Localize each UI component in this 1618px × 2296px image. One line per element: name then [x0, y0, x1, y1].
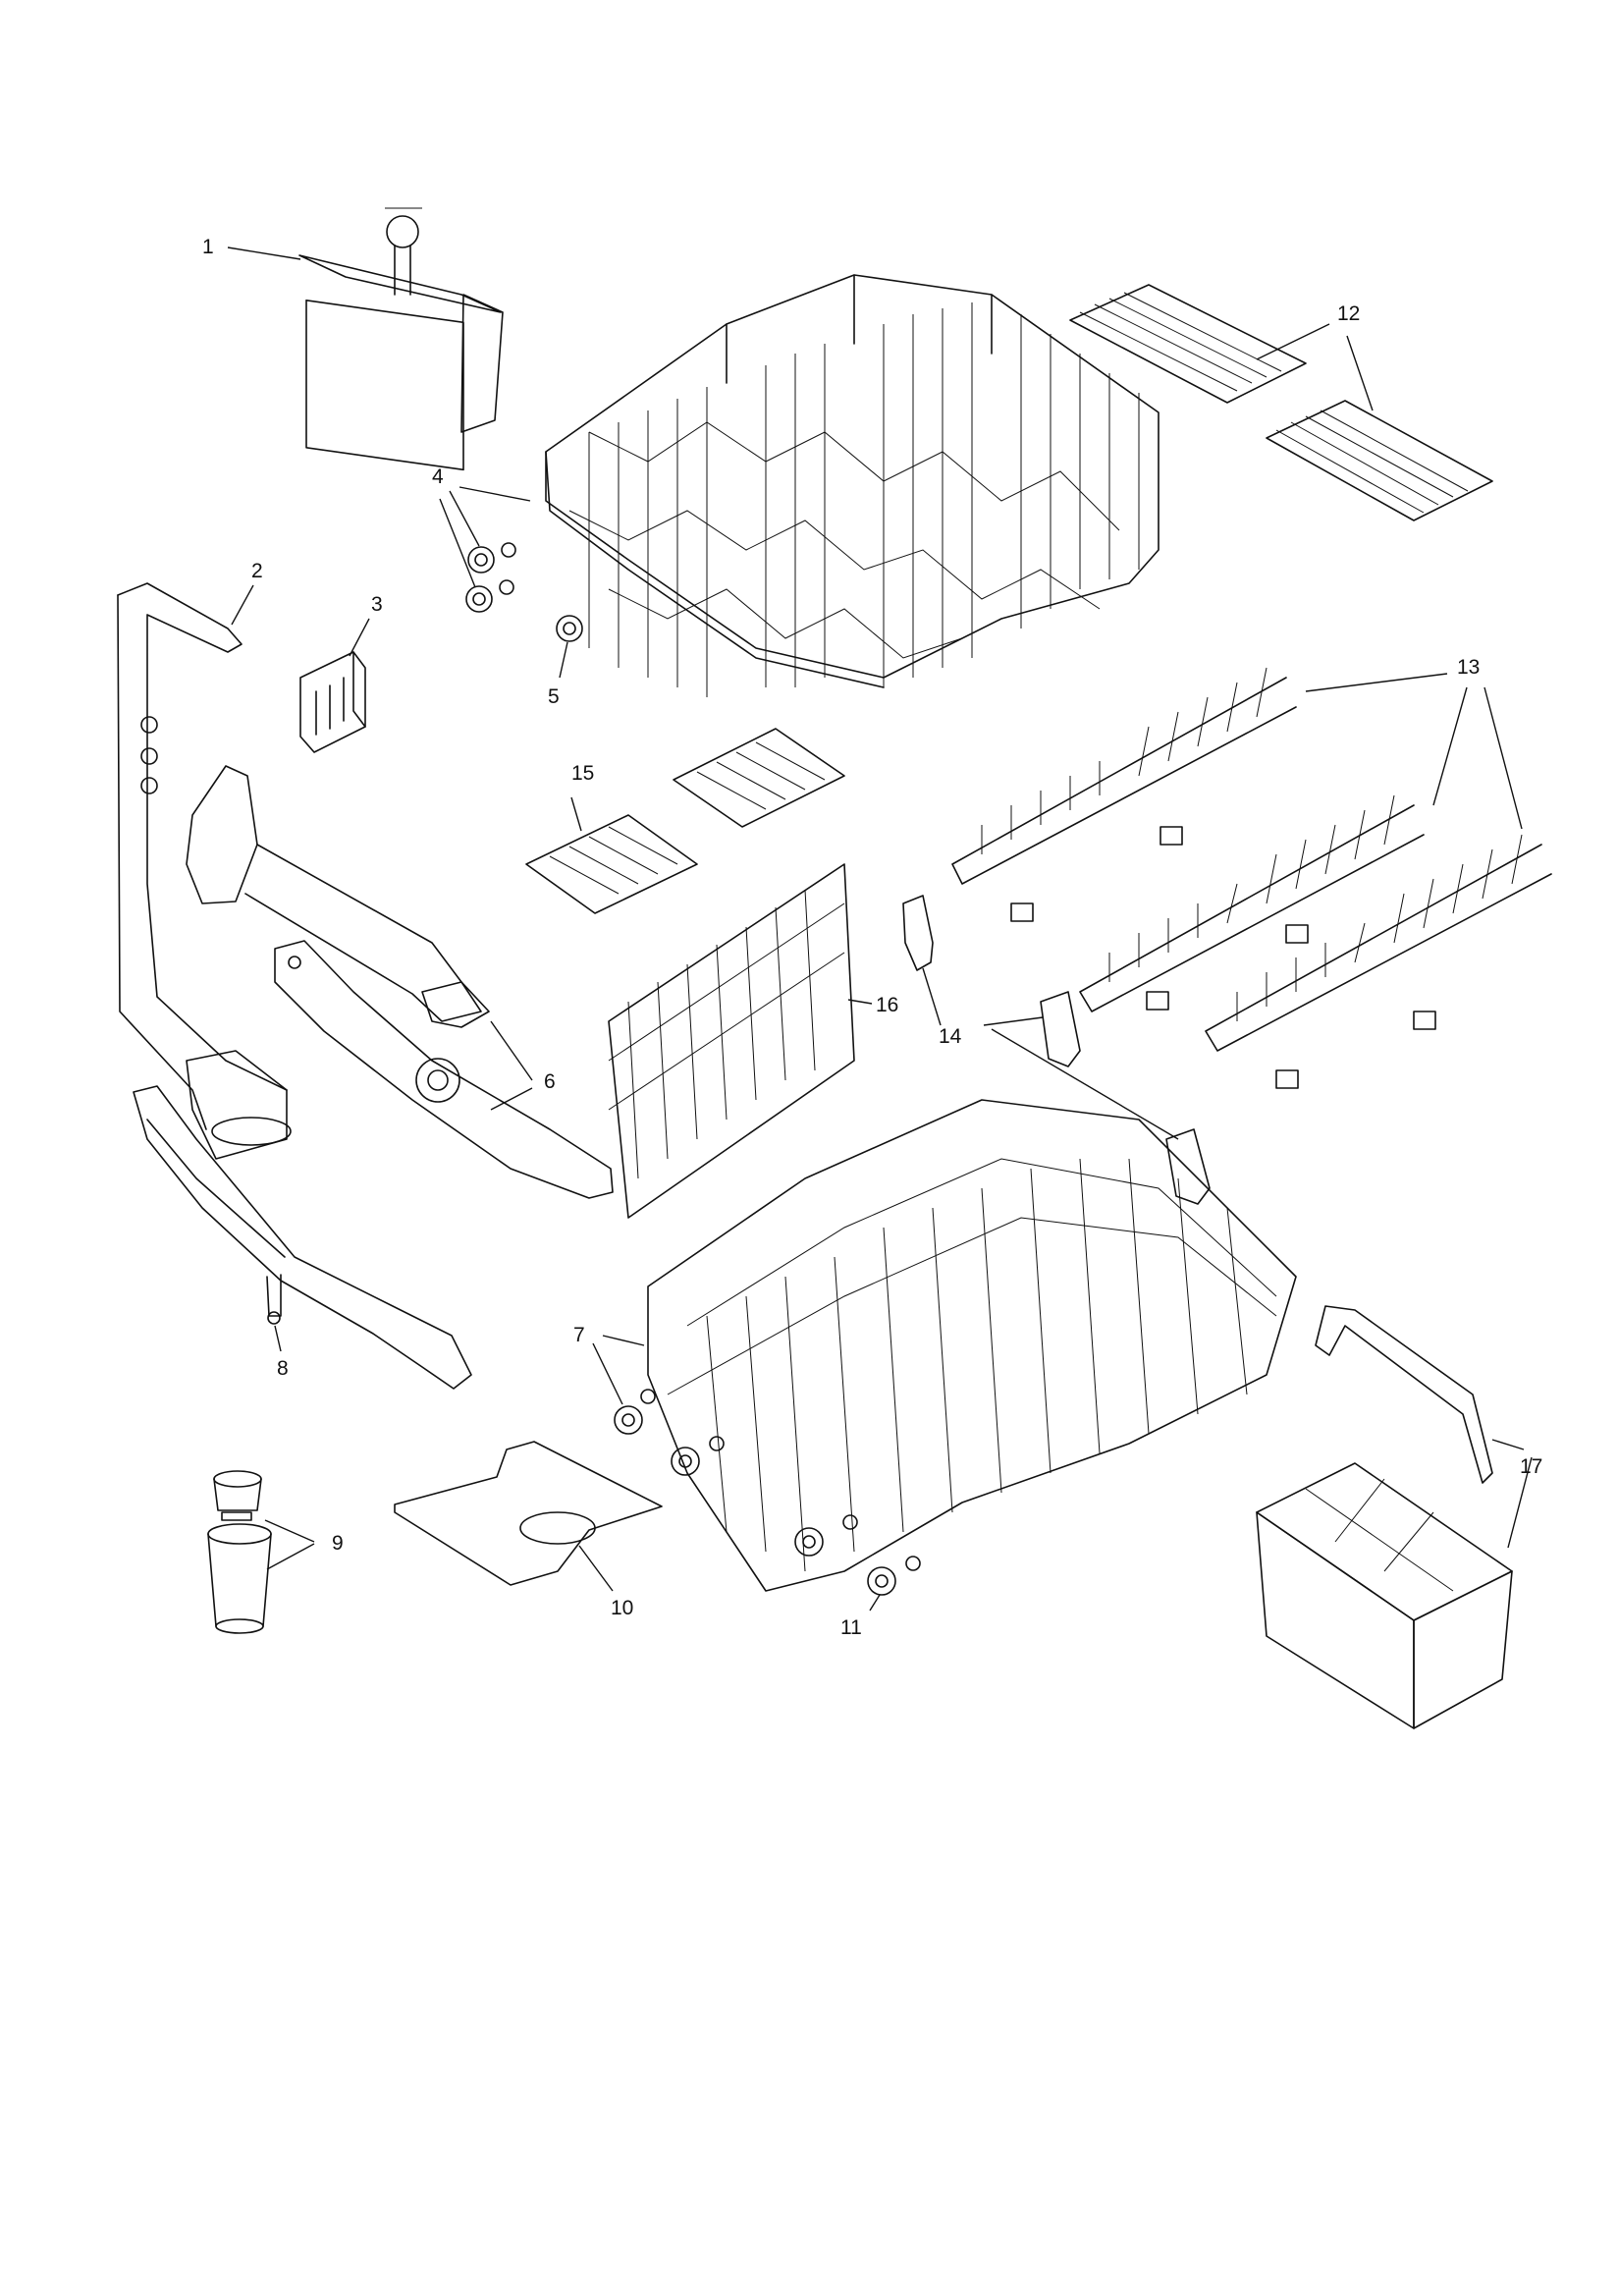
- lower-rack: [614, 1099, 1297, 1596]
- callout-3: 3: [371, 593, 383, 616]
- part-1-cutlery-basket: [298, 207, 504, 471]
- callout-14: 14: [939, 1025, 962, 1048]
- part-13-tine-racks: [951, 667, 1552, 1089]
- part-15-tine-shelves: [525, 728, 845, 914]
- part-16-folding-rack: [608, 863, 855, 1219]
- callout-6: 6: [544, 1070, 556, 1093]
- part-8-lower-spray-arm: [133, 1085, 472, 1390]
- callout-10: 10: [611, 1597, 633, 1619]
- callout-12: 12: [1337, 302, 1360, 325]
- callout-13: 13: [1457, 656, 1480, 679]
- callout-8: 8: [277, 1357, 289, 1380]
- part-3-clip: [299, 651, 366, 753]
- part-9-filter: [207, 1470, 272, 1634]
- callout-labels: 1 2 3 4 5 6 7 8 9 10 11 12 13 14 15 16 1…: [202, 236, 1542, 1639]
- leader-lines: [227, 246, 1533, 1612]
- callout-15: 15: [571, 762, 594, 785]
- part-10-cover-plate: [394, 1441, 663, 1586]
- callout-11: 11: [840, 1616, 862, 1639]
- part-2-spray-arm-supply-tube: [117, 582, 292, 1160]
- part-14-rack-clips: [902, 895, 1211, 1205]
- part-17-cutlery-basket: [1256, 1305, 1513, 1729]
- callout-5: 5: [548, 685, 560, 708]
- part-6-upper-spray-arm: [186, 765, 614, 1199]
- callout-16: 16: [876, 994, 898, 1016]
- callout-1: 1: [202, 236, 214, 258]
- callout-7: 7: [573, 1324, 585, 1346]
- callout-2: 2: [251, 560, 263, 582]
- callout-4: 4: [432, 465, 444, 488]
- callout-9: 9: [332, 1532, 344, 1555]
- part-12-cup-shelves: [1069, 284, 1493, 521]
- callout-17: 17: [1520, 1455, 1542, 1478]
- upper-rack: [465, 274, 1160, 697]
